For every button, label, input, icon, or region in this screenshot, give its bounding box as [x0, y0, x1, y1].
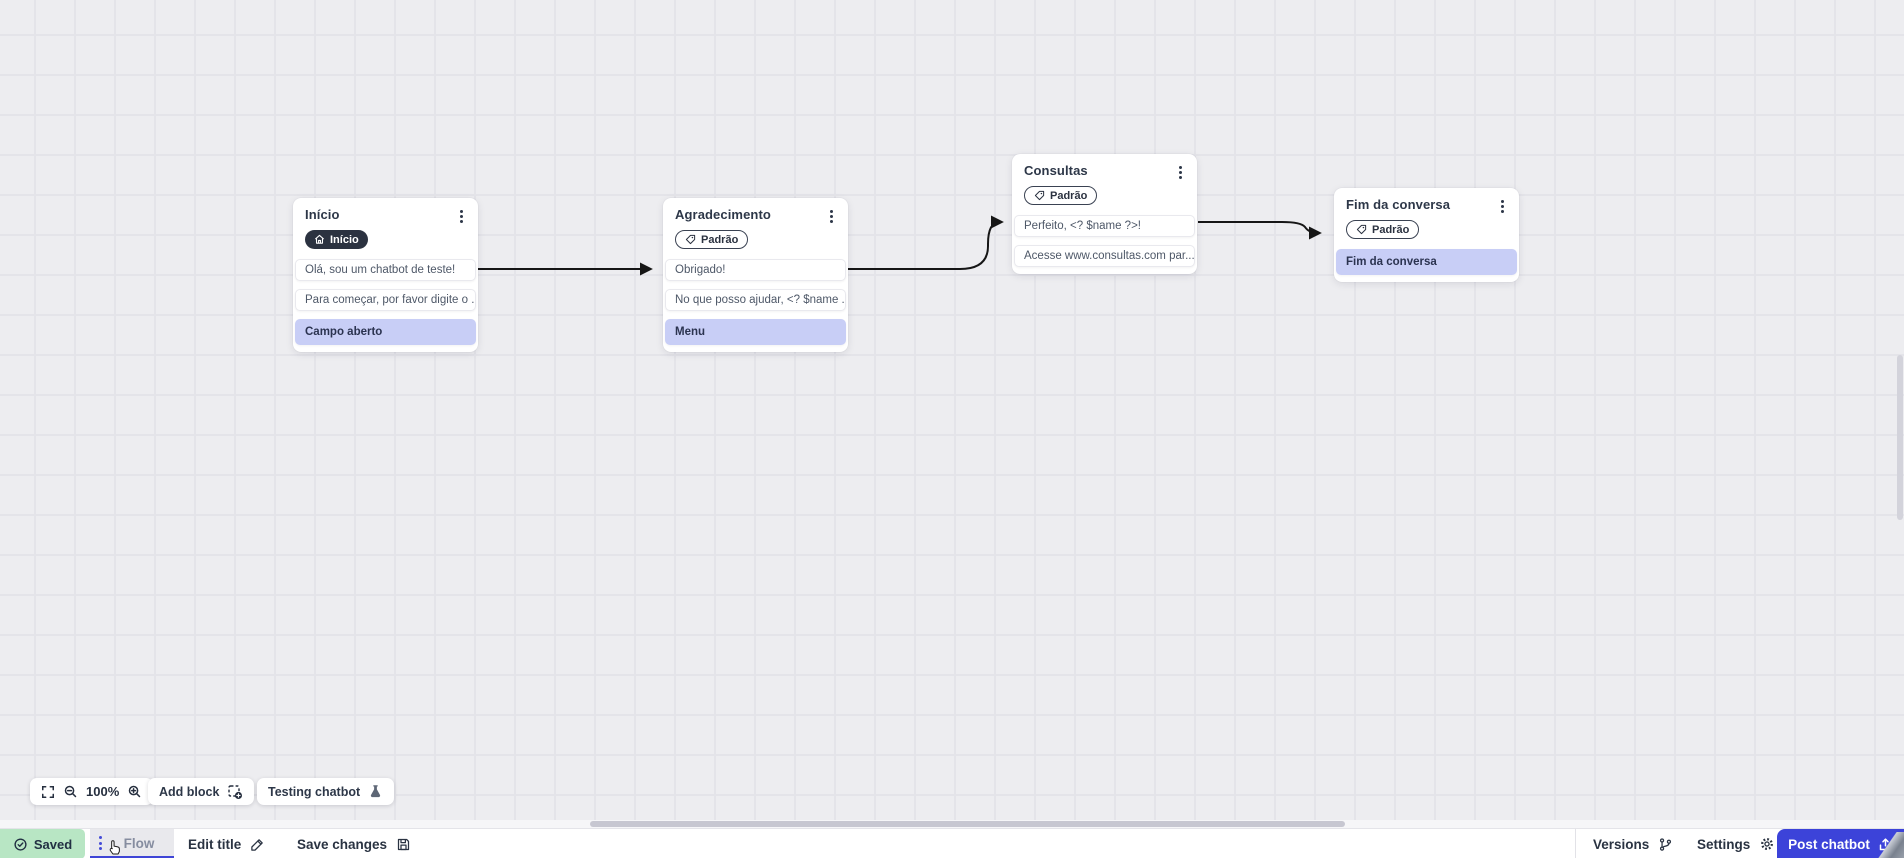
- node-header: Fim da conversa: [1334, 197, 1519, 213]
- node-title: Agradecimento: [675, 207, 771, 222]
- zoom-in-icon[interactable]: [127, 784, 142, 799]
- settings-button[interactable]: Settings: [1697, 829, 1775, 858]
- flow-menu-icon[interactable]: [99, 836, 102, 850]
- end-row[interactable]: Fim da conversa: [1336, 249, 1517, 275]
- node-type-badge: Início: [305, 230, 368, 249]
- statusbar-divider: [1575, 829, 1576, 858]
- node-rows: Olá, sou um chatbot de teste! Para começ…: [293, 259, 478, 345]
- edge-consultas-fim: [1198, 221, 1322, 240]
- node-title: Início: [305, 207, 340, 222]
- add-block-label: Add block: [159, 784, 220, 799]
- save-icon: [397, 838, 410, 850]
- badge-row: Padrão: [1334, 220, 1519, 240]
- node-header: Consultas: [1012, 163, 1197, 179]
- add-block-icon: [228, 784, 243, 799]
- message-row[interactable]: Perfeito, <? $name ?>!: [1014, 215, 1195, 237]
- edit-title-label: Edit title: [188, 836, 242, 852]
- node-menu-icon[interactable]: [457, 208, 466, 225]
- pencil-icon: [251, 838, 264, 851]
- settings-label: Settings: [1697, 836, 1751, 852]
- node-menu-icon[interactable]: [827, 208, 836, 225]
- gear-icon: [1761, 838, 1774, 850]
- badge-row: Início: [293, 230, 478, 250]
- versions-label: Versions: [1593, 836, 1650, 852]
- tag-icon: [685, 234, 696, 245]
- zoom-out-icon[interactable]: [63, 784, 78, 799]
- flow-canvas[interactable]: Início Início Olá, sou um chatbot de tes…: [0, 0, 1904, 820]
- node-consultas[interactable]: Consultas Padrão Perfeito, <? $name ?>! …: [1012, 154, 1197, 274]
- git-branch-icon: [1660, 837, 1672, 851]
- versions-button[interactable]: Versions: [1593, 829, 1673, 858]
- edge-agradecimento-consultas: [848, 215, 1004, 270]
- badge-row: Padrão: [1012, 186, 1197, 206]
- post-chatbot-button[interactable]: Post chatbot: [1777, 829, 1904, 858]
- saved-label: Saved: [33, 836, 73, 852]
- tab-flow[interactable]: Flow: [90, 829, 174, 858]
- node-title: Consultas: [1024, 163, 1088, 178]
- node-rows: Perfeito, <? $name ?>! Acesse www.consul…: [1012, 215, 1197, 267]
- message-row[interactable]: Para começar, por favor digite o ...: [295, 289, 476, 311]
- node-fim-da-conversa[interactable]: Fim da conversa Padrão Fim da conversa: [1334, 188, 1519, 282]
- testing-chatbot-label: Testing chatbot: [268, 784, 361, 799]
- saved-status-badge: Saved: [0, 829, 85, 858]
- input-row[interactable]: Campo aberto: [295, 319, 476, 345]
- node-header: Agradecimento: [663, 207, 848, 223]
- tag-icon: [1356, 224, 1367, 235]
- node-type-badge: Padrão: [675, 230, 749, 249]
- message-row[interactable]: Acesse www.consultas.com par...: [1014, 245, 1195, 267]
- horizontal-scrollbar-track: [0, 820, 1904, 828]
- zoom-level: 100%: [86, 784, 120, 799]
- post-chatbot-label: Post chatbot: [1788, 836, 1870, 852]
- message-row[interactable]: No que posso ajudar, <? $name ...: [665, 289, 846, 311]
- node-rows: Fim da conversa: [1334, 249, 1519, 275]
- node-type-badge: Padrão: [1024, 186, 1098, 205]
- node-header: Início: [293, 207, 478, 223]
- node-inicio[interactable]: Início Início Olá, sou um chatbot de tes…: [293, 198, 478, 352]
- connector-edges: [478, 215, 1322, 276]
- message-row[interactable]: Olá, sou um chatbot de teste!: [295, 259, 476, 281]
- flow-tab-label: Flow: [123, 836, 155, 851]
- status-bar: Saved Flow Edit title Save changes Versi…: [0, 828, 1904, 858]
- home-icon: [315, 234, 324, 244]
- upload-icon: [1879, 837, 1892, 850]
- save-changes-button[interactable]: Save changes: [297, 829, 411, 858]
- node-rows: Obrigado! No que posso ajudar, <? $name …: [663, 259, 848, 345]
- add-block-button[interactable]: Add block: [148, 778, 255, 805]
- node-agradecimento[interactable]: Agradecimento Padrão Obrigado! No que po…: [663, 198, 848, 352]
- badge-row: Padrão: [663, 230, 848, 250]
- testing-chatbot-button[interactable]: Testing chatbot: [257, 778, 395, 805]
- zoom-toolbar: 100%: [30, 778, 154, 805]
- fit-screen-icon[interactable]: [41, 785, 55, 799]
- save-changes-label: Save changes: [297, 836, 388, 852]
- node-title: Fim da conversa: [1346, 197, 1451, 212]
- horizontal-scrollbar-thumb[interactable]: [590, 821, 1345, 827]
- edit-title-button[interactable]: Edit title: [188, 829, 265, 858]
- node-type-badge: Padrão: [1346, 220, 1420, 239]
- vertical-scrollbar-thumb[interactable]: [1897, 355, 1903, 520]
- node-menu-icon[interactable]: [1176, 164, 1185, 181]
- input-row[interactable]: Menu: [665, 319, 846, 345]
- message-row[interactable]: Obrigado!: [665, 259, 846, 281]
- node-menu-icon[interactable]: [1498, 198, 1507, 215]
- check-circle-icon: [14, 837, 27, 851]
- tag-icon: [1034, 190, 1045, 201]
- flask-icon: [371, 785, 381, 798]
